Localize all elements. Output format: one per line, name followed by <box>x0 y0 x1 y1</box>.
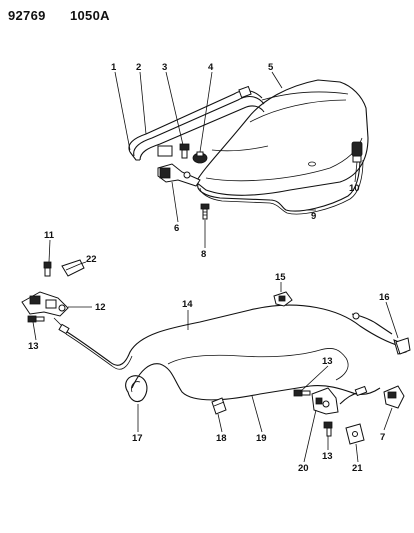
trunk-lid <box>195 79 369 196</box>
callout-13-bottom: 13 <box>322 451 333 462</box>
clip-18 <box>211 397 227 415</box>
lever-assembly-12 <box>21 291 69 333</box>
diagram-number: 92769 <box>8 8 46 23</box>
clamp-15 <box>273 291 293 307</box>
callout-11: 11 <box>44 230 55 241</box>
leader-lines <box>32 71 399 463</box>
callout-17: 17 <box>132 433 143 444</box>
screw-11 <box>43 261 52 277</box>
weatherstrip <box>197 157 364 215</box>
callout-13-left: 13 <box>28 341 39 352</box>
callout-10: 10 <box>349 183 360 194</box>
hinge-assembly <box>157 163 201 187</box>
bumper-10 <box>351 141 363 163</box>
cover-22 <box>61 259 85 277</box>
callout-8: 8 <box>201 249 206 260</box>
callout-6: 6 <box>174 223 179 234</box>
page-code: 1050A <box>70 8 110 23</box>
callout-1: 1 <box>111 62 117 73</box>
bumper-4 <box>192 151 208 164</box>
callout-12: 12 <box>95 302 106 313</box>
bolt-8 <box>200 203 210 220</box>
screw-13b <box>293 389 311 397</box>
callout-3: 3 <box>162 62 167 73</box>
callout-18: 18 <box>216 433 227 444</box>
callout-4: 4 <box>208 62 214 73</box>
bolt-3 <box>179 143 190 159</box>
callout-13-middle: 13 <box>322 356 333 367</box>
callout-2: 2 <box>136 62 141 73</box>
callout-19: 19 <box>256 433 267 444</box>
torsion-bars <box>128 85 265 161</box>
callout-14: 14 <box>182 299 193 310</box>
callout-22: 22 <box>86 254 97 265</box>
fuel-lid-cable <box>131 348 381 401</box>
latch-7 <box>383 385 405 409</box>
cable-end <box>339 385 368 405</box>
callout-7: 7 <box>380 432 385 443</box>
callout-16: 16 <box>379 292 390 303</box>
release-cable <box>58 304 407 370</box>
callout-20: 20 <box>298 463 309 474</box>
screw-13c <box>323 421 333 437</box>
callout-15: 15 <box>275 272 286 283</box>
callout-5: 5 <box>268 62 274 73</box>
bracket-21 <box>345 423 365 445</box>
callout-9: 9 <box>311 211 316 222</box>
screw-13a <box>27 315 45 323</box>
clip-17 <box>125 375 148 403</box>
callout-21: 21 <box>352 463 363 474</box>
lock-16 <box>395 337 411 355</box>
fuel-lid-opener-20 <box>311 387 339 415</box>
